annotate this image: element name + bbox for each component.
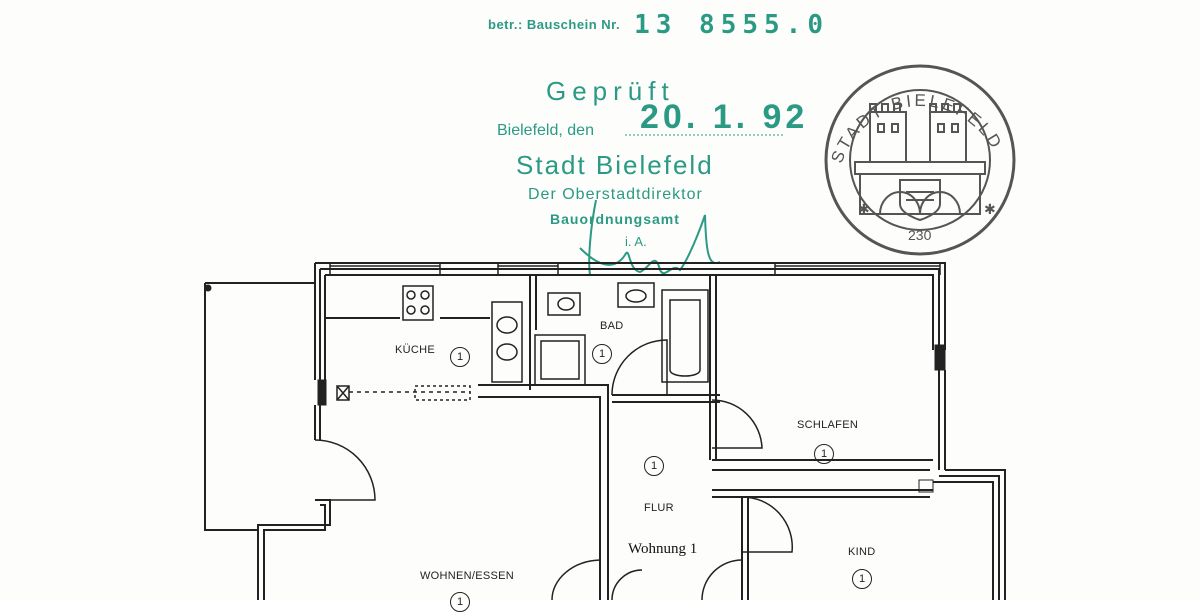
seal-number: 230 xyxy=(908,227,932,243)
room-number-child: 1 xyxy=(852,569,872,589)
room-number-kitchen: 1 xyxy=(450,347,470,367)
seal-inner-ring xyxy=(849,89,991,231)
unit-label: Wohnung 1 xyxy=(628,541,698,557)
kitchen-fixtures xyxy=(336,285,523,401)
office-name: Bauordnungsamt xyxy=(550,211,680,227)
column-marks xyxy=(204,284,946,493)
permit-number-line: betr.: Bauschein Nr. 13 8555.0 xyxy=(488,6,829,40)
checked-stamp-title: Geprüft xyxy=(546,76,675,106)
authority-name: Stadt Bielefeld xyxy=(516,150,714,180)
room-label-bedroom: SCHLAFEN xyxy=(797,419,859,431)
bathroom-fixtures xyxy=(534,282,709,386)
permit-label: betr.: Bauschein Nr. xyxy=(488,17,621,32)
seal-outer-ring xyxy=(824,64,1016,256)
room-number-bedroom: 1 xyxy=(814,444,834,464)
room-label-kitchen: KÜCHE xyxy=(395,344,436,356)
room-number-bath: 1 xyxy=(592,344,612,364)
room-label-hall: FLUR xyxy=(644,502,674,514)
signature-prefix: i. A. xyxy=(625,234,647,249)
seal-castle-emblem xyxy=(854,103,986,222)
door-swings xyxy=(314,339,793,600)
approval-date: 20. 1. 92 xyxy=(640,98,809,136)
seal-star-left: ✱ xyxy=(858,202,870,218)
permit-number: 13 8555.0 xyxy=(634,10,829,40)
exterior-walls xyxy=(204,262,1006,600)
room-label-bath: BAD xyxy=(600,320,624,332)
room-number-hall: 1 xyxy=(644,456,664,476)
room-label-living: WOHNEN/ESSEN xyxy=(420,570,515,582)
seal-ring-text-holder: STADT BIELEFELD xyxy=(820,60,1020,180)
signature-stroke xyxy=(579,199,721,276)
room-number-living: 1 xyxy=(450,592,470,612)
city-date-prefix: Bielefeld, den xyxy=(497,122,594,139)
department-name: Der Oberstadtdirektor xyxy=(528,186,703,203)
seal-star-right: ✱ xyxy=(984,202,996,218)
room-label-child: KIND xyxy=(848,546,876,558)
top-windows xyxy=(329,263,941,275)
